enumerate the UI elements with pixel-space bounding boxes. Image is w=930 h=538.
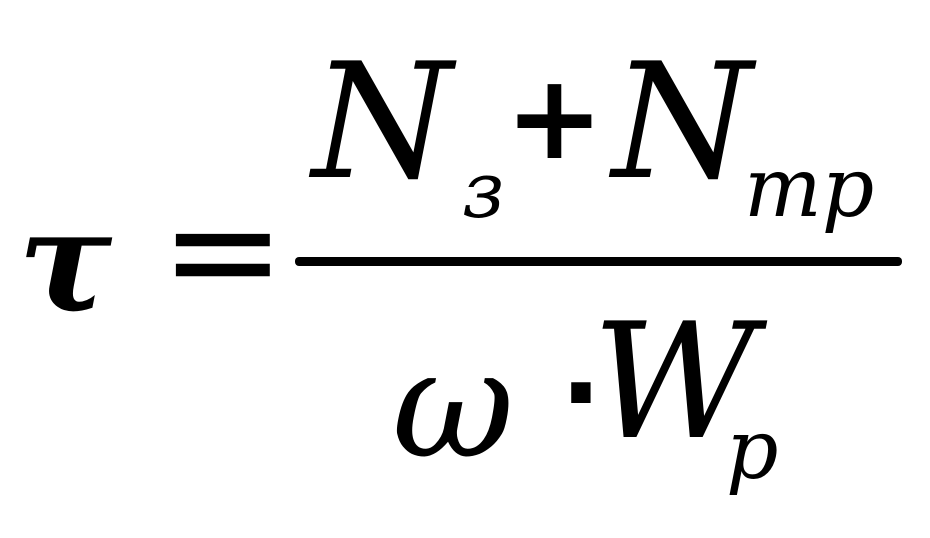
multiplication-dot: · [560, 329, 602, 457]
tau-symbol: τ [18, 180, 113, 344]
fraction-bar [295, 257, 902, 266]
equals-sign: = [160, 164, 286, 338]
numerator-term2-subscript: тр [744, 141, 875, 236]
numerator-term1: N [312, 28, 452, 215]
denominator-factor2-subscript: р [726, 403, 779, 498]
plus-sign: + [505, 48, 604, 186]
denominator-factor2: W [592, 288, 757, 475]
numerator-term1-subscript: з [462, 146, 505, 236]
omega-symbol: ω [392, 318, 515, 492]
numerator-term2: N [612, 28, 752, 215]
